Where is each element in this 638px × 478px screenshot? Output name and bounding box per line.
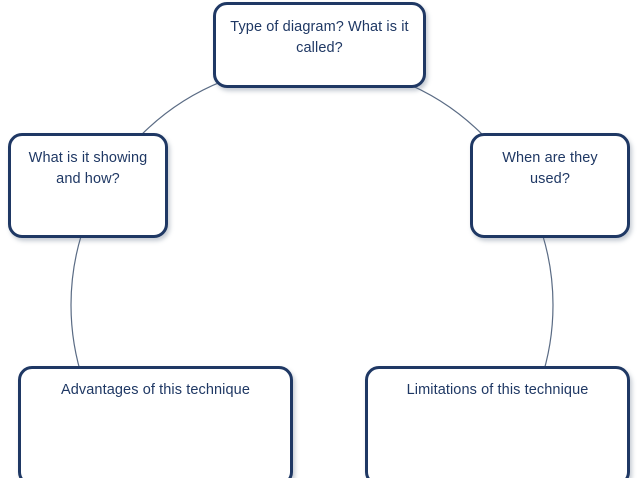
node-limitations-label: Limitations of this technique: [406, 382, 589, 398]
node-what-is-it-showing-label: What is it showing and how?: [28, 150, 148, 187]
node-advantages-label: Advantages of this technique: [60, 382, 250, 398]
node-what-is-it-showing[interactable]: What is it showing and how?: [8, 133, 168, 238]
node-advantages[interactable]: Advantages of this technique: [18, 366, 293, 478]
node-when-are-they-used-label: When are they used?: [502, 150, 598, 187]
node-type-of-diagram-label: Type of diagram? What is it called?: [230, 19, 409, 56]
node-type-of-diagram[interactable]: Type of diagram? What is it called?: [213, 2, 426, 88]
node-limitations[interactable]: Limitations of this technique: [365, 366, 630, 478]
node-when-are-they-used[interactable]: When are they used?: [470, 133, 630, 238]
